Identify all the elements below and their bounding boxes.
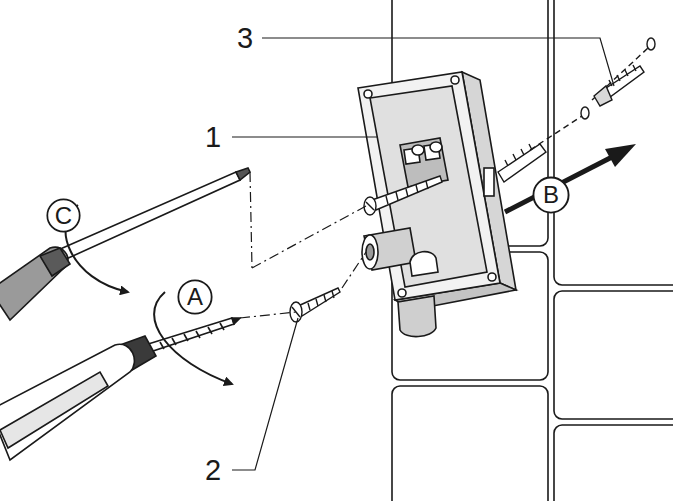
drill — [0, 318, 240, 460]
push-arrow — [505, 144, 636, 212]
dowel — [592, 48, 648, 106]
screw — [364, 176, 442, 215]
screw — [290, 288, 340, 322]
wall-holes — [581, 38, 655, 119]
step-letter-text: C — [55, 204, 72, 228]
step-letter-text: B — [543, 183, 559, 207]
step-letter: A — [177, 279, 213, 315]
junction-box — [358, 72, 516, 337]
callout-number: 3 — [228, 24, 262, 53]
callout-number: 1 — [196, 123, 230, 152]
centre-lines — [240, 172, 366, 318]
circle-outline — [533, 177, 568, 212]
leader-lines — [232, 38, 614, 470]
circle-outline — [178, 280, 211, 313]
step-letter: C — [46, 198, 81, 233]
dowel — [498, 116, 582, 182]
circle-outline — [47, 199, 79, 231]
rotation-arrows — [65, 205, 232, 384]
step-letter-text: A — [187, 285, 203, 309]
screwdriver — [0, 168, 250, 320]
step-letter: B — [532, 176, 570, 214]
callout-number: 2 — [196, 456, 230, 485]
